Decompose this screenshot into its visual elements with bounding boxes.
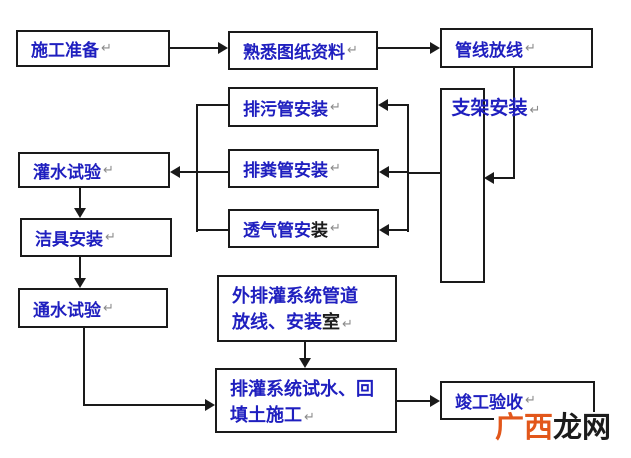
node-review-drawings: 熟悉图纸资料↵	[228, 31, 378, 70]
node-label: 透气管安	[243, 221, 311, 241]
return-mark: ↵	[525, 40, 536, 56]
return-mark: ↵	[525, 393, 536, 408]
arrow-to-vent-pipe-line	[389, 229, 408, 231]
node-label-line1: 外排灌系统管道	[232, 286, 358, 307]
arrowhead-right-icon	[218, 42, 228, 54]
node-water-filling-test: 灌水试验↵	[18, 152, 170, 188]
arrowhead-right-icon	[430, 42, 440, 54]
node-label: 竣工验收	[455, 393, 523, 413]
arrow-prep-to-drawings-line	[170, 47, 218, 49]
node-label: 管线放线	[455, 40, 523, 61]
return-mark: ↵	[101, 41, 112, 56]
node-drainage-system-test-backfill: 排灌系统试水、回 填土施工↵	[215, 368, 397, 433]
watermark-orange-part: 广西	[495, 410, 554, 444]
arrowhead-right-icon	[205, 399, 215, 411]
arrow-flow-to-drainage-vline	[83, 328, 85, 406]
node-vent-pipe-install: 透气管安装↵	[228, 209, 379, 248]
node-label: 洁具安装	[35, 230, 103, 250]
node-label-line2: 放线、安装	[232, 312, 322, 333]
return-mark: ↵	[342, 317, 353, 332]
return-mark: ↵	[529, 103, 541, 118]
arrow-filling-to-sanitary-line	[79, 188, 81, 210]
node-label: 熟悉图纸资料	[243, 43, 345, 63]
node-label: 排污管安装	[243, 99, 328, 120]
node-water-flow-test: 通水试验↵	[18, 288, 168, 328]
merge-stub-vent	[198, 229, 228, 231]
node-label-line1: 排灌系统试水、回	[230, 379, 374, 400]
arrow-bracket-branch-stub	[408, 172, 440, 174]
arrow-to-sewage-pipe-line	[388, 104, 408, 106]
node-label: 通水试验	[33, 300, 101, 321]
node-waste-pipe-install: 排粪管安装↵	[228, 149, 379, 188]
arrow-external-to-drainage-line	[304, 342, 306, 359]
arrow-layout-to-bracket-vline	[513, 68, 515, 179]
node-external-drainage-pipe-layout: 外排灌系统管道 放线、安装室↵	[217, 275, 397, 342]
return-mark: ↵	[347, 43, 358, 58]
return-mark: ↵	[304, 410, 315, 425]
return-mark: ↵	[330, 221, 341, 236]
arrowhead-down-icon	[299, 358, 311, 368]
node-label-black-part: 室	[322, 312, 340, 333]
node-bracket-install: 支架安装↵	[440, 88, 540, 283]
arrowhead-left-icon	[378, 99, 388, 111]
arrow-drawings-to-layout-line	[378, 47, 430, 49]
arrow-to-waste-pipe-line	[389, 171, 408, 173]
merge-vline	[196, 104, 198, 232]
arrowhead-left-icon	[484, 172, 494, 184]
arrowhead-left-icon	[379, 166, 389, 178]
merge-stub-sewage	[198, 104, 228, 106]
watermark-black-part: 龙网	[553, 410, 612, 444]
node-label-line2: 填土施工	[230, 405, 302, 426]
watermark: 广西龙网	[494, 410, 613, 444]
arrow-flow-to-drainage-line	[83, 404, 205, 406]
arrowhead-down-icon	[74, 278, 86, 288]
node-construction-preparation: 施工准备↵	[16, 30, 170, 67]
node-label: 施工准备	[31, 41, 99, 61]
arrowhead-left-icon	[170, 166, 180, 178]
return-mark: ↵	[330, 99, 341, 115]
return-mark: ↵	[103, 300, 114, 316]
return-mark: ↵	[105, 230, 116, 245]
return-mark: ↵	[330, 161, 341, 176]
node-label: 排粪管安装	[243, 161, 328, 181]
arrow-bracket-branch-vline	[407, 104, 409, 232]
node-label: 支架安装	[451, 97, 528, 119]
node-sewage-pipe-install: 排污管安装↵	[228, 87, 378, 127]
arrowhead-down-icon	[74, 208, 86, 218]
node-sanitary-ware-install: 洁具安装↵	[20, 218, 172, 257]
arrowhead-right-icon	[430, 395, 440, 407]
arrow-drainage-to-completion-line	[397, 400, 430, 402]
arrow-layout-to-bracket-line	[494, 177, 515, 179]
arrow-sanitary-to-flow-line	[79, 257, 81, 280]
return-mark: ↵	[103, 162, 114, 178]
node-label-black-part: 装	[311, 221, 328, 241]
arrow-to-filling-test-line	[180, 171, 228, 173]
arrowhead-left-icon	[379, 224, 389, 236]
node-label: 灌水试验	[33, 162, 101, 183]
node-pipeline-layout: 管线放线↵	[440, 28, 593, 68]
